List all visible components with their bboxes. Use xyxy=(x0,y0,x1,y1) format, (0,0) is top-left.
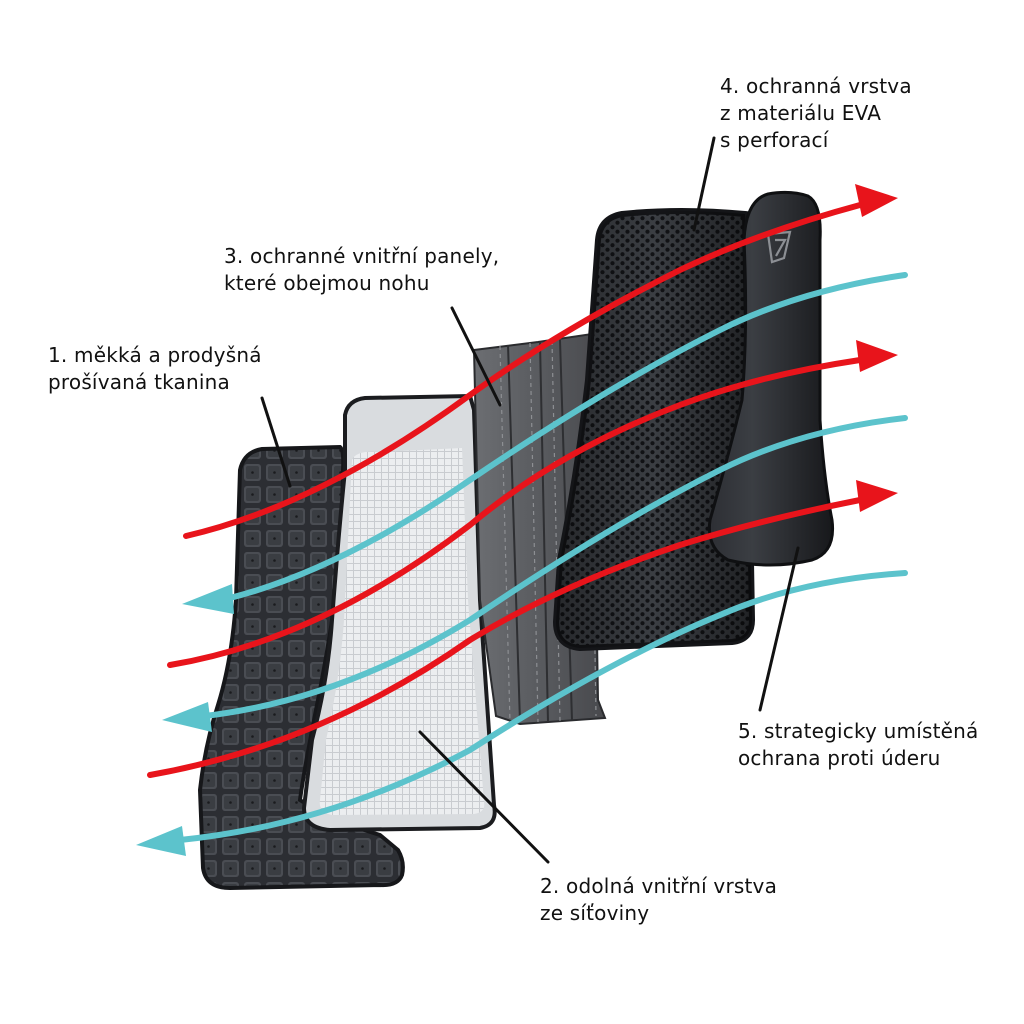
red-arrow-3 xyxy=(147,497,863,778)
label-4-line-3: s perforací xyxy=(720,128,829,152)
label-3-line-2: které obejmou nohu xyxy=(224,271,430,295)
red-arrowhead-3 xyxy=(856,480,898,512)
label-1-line-2: prošívaná tkanina xyxy=(48,370,230,394)
leader-line-2 xyxy=(418,730,550,864)
logo-mark-icon xyxy=(766,230,792,264)
label-5-line-2: ochrana proti úderu xyxy=(738,746,941,770)
leader-line-3 xyxy=(450,306,502,407)
label-2-mesh-layer: 2. odolná vnitřní vrstva ze síťoviny xyxy=(540,873,777,927)
airflow-arrows xyxy=(136,184,908,856)
teal-arrow-1 xyxy=(227,272,908,601)
red-arrow-1 xyxy=(183,202,863,539)
red-arrowhead-1 xyxy=(855,184,898,217)
leader-line-1 xyxy=(260,396,292,488)
label-3-line-1: 3. ochranné vnitřní panely, xyxy=(224,244,500,268)
label-5-line-1: 5. strategicky umístěná xyxy=(738,719,979,743)
label-2-line-2: ze síťoviny xyxy=(540,901,650,925)
label-3-inner-panels: 3. ochranné vnitřní panely, které obejmo… xyxy=(224,243,499,297)
layer-2-mesh xyxy=(301,393,497,833)
teal-arrow-3 xyxy=(177,570,908,843)
label-5-strike-guard: 5. strategicky umístěná ochrana proti úd… xyxy=(738,718,978,772)
label-4-line-1: 4. ochranná vrstva xyxy=(720,74,912,98)
teal-arrowhead-1 xyxy=(182,584,234,614)
teal-arrow-2 xyxy=(202,415,908,719)
teal-arrowhead-2 xyxy=(162,702,212,732)
teal-arrowhead-3 xyxy=(136,826,186,856)
red-arrow-2 xyxy=(167,357,863,668)
label-1-quilted-fabric: 1. měkká a prodyšná prošívaná tkanina xyxy=(48,342,262,396)
label-4-line-2: z materiálu EVA xyxy=(720,101,882,125)
leader-lines xyxy=(260,136,800,864)
label-2-line-1: 2. odolná vnitřní vrstva xyxy=(540,874,778,898)
leader-line-4 xyxy=(692,136,716,232)
leader-line-5 xyxy=(758,546,800,712)
red-arrowhead-2 xyxy=(856,340,898,372)
label-4-eva-layer: 4. ochranná vrstva z materiálu EVA s per… xyxy=(720,73,912,154)
label-1-line-1: 1. měkká a prodyšná xyxy=(48,343,262,367)
